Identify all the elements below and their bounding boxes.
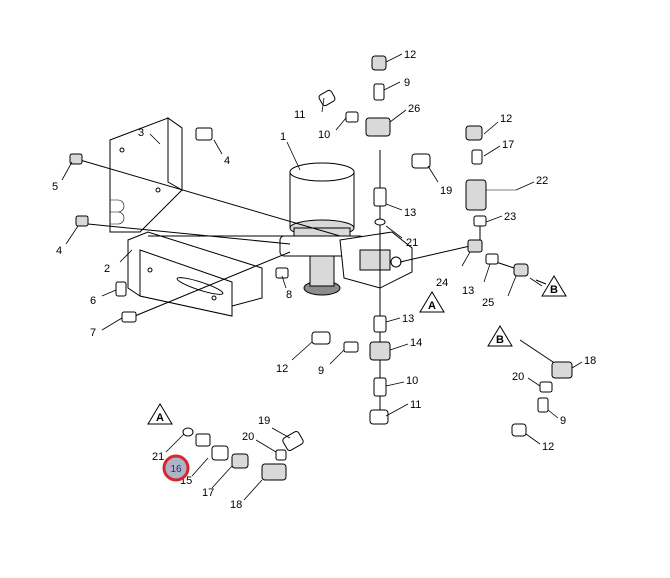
label-22: 22 bbox=[536, 175, 548, 187]
label-11-top: 11 bbox=[294, 109, 305, 121]
label-17-bottom: 17 bbox=[202, 487, 214, 499]
highlight-ring bbox=[162, 454, 190, 482]
valve-body bbox=[339, 231, 413, 289]
label-13-right: 13 bbox=[462, 285, 474, 297]
callout-A-right-label: A bbox=[428, 300, 436, 312]
label-19-top: 19 bbox=[440, 185, 452, 197]
label-26: 26 bbox=[408, 103, 420, 115]
label-16: 16 bbox=[170, 464, 182, 475]
label-20-right: 20 bbox=[512, 371, 524, 383]
label-4-left: 4 bbox=[56, 245, 62, 257]
bracket-3 bbox=[109, 117, 183, 233]
label-12-bottom-right: 12 bbox=[542, 441, 554, 453]
label-6: 6 bbox=[90, 295, 96, 307]
label-8: 8 bbox=[286, 289, 292, 301]
callout-B-right: B bbox=[529, 275, 567, 297]
label-14: 14 bbox=[410, 337, 422, 349]
label-11-mid: 11 bbox=[410, 399, 421, 411]
label-1: 1 bbox=[280, 131, 286, 143]
label-24: 24 bbox=[436, 277, 448, 289]
label-21-top: 21 bbox=[406, 237, 418, 249]
label-12-right: 12 bbox=[500, 113, 512, 125]
label-12-top: 12 bbox=[404, 49, 416, 61]
label-18-bottom: 18 bbox=[230, 499, 242, 511]
label-4-top: 4 bbox=[224, 155, 230, 167]
callout-B-detail-label: B bbox=[496, 334, 504, 346]
label-19-bottom: 19 bbox=[258, 415, 270, 427]
label-23: 23 bbox=[504, 211, 516, 223]
part-labels: 12 9 26 11 10 1 3 4 5 19 13 21 2 4 8 6 7… bbox=[52, 49, 596, 511]
callout-B-detail: B bbox=[487, 325, 513, 347]
callout-A-detail: A bbox=[147, 403, 173, 425]
label-18-right: 18 bbox=[584, 355, 596, 367]
leader-lines bbox=[61, 53, 583, 501]
callout-B-right-label: B bbox=[550, 284, 558, 296]
label-20-bottom: 20 bbox=[242, 431, 254, 443]
label-3: 3 bbox=[138, 127, 144, 139]
label-2: 2 bbox=[104, 263, 110, 275]
label-13-top: 13 bbox=[404, 207, 416, 219]
bracket-2 bbox=[127, 231, 263, 317]
label-25: 25 bbox=[482, 297, 494, 309]
label-12-mid: 12 bbox=[276, 363, 288, 375]
label-13-mid: 13 bbox=[402, 313, 414, 325]
label-10-top: 10 bbox=[318, 129, 330, 141]
label-9-top: 9 bbox=[404, 77, 410, 89]
callout-A-detail-label: A bbox=[156, 412, 164, 424]
label-21-bottom: 21 bbox=[152, 451, 164, 463]
label-9-mid: 9 bbox=[318, 365, 324, 377]
fittings bbox=[69, 55, 573, 481]
highlight-16[interactable]: 16 bbox=[162, 454, 190, 482]
label-7: 7 bbox=[90, 327, 96, 339]
label-10-mid: 10 bbox=[406, 375, 418, 387]
label-9-right: 9 bbox=[560, 415, 566, 427]
label-5: 5 bbox=[52, 181, 58, 193]
label-17-right: 17 bbox=[502, 139, 514, 151]
callout-A-right: A bbox=[419, 291, 445, 313]
